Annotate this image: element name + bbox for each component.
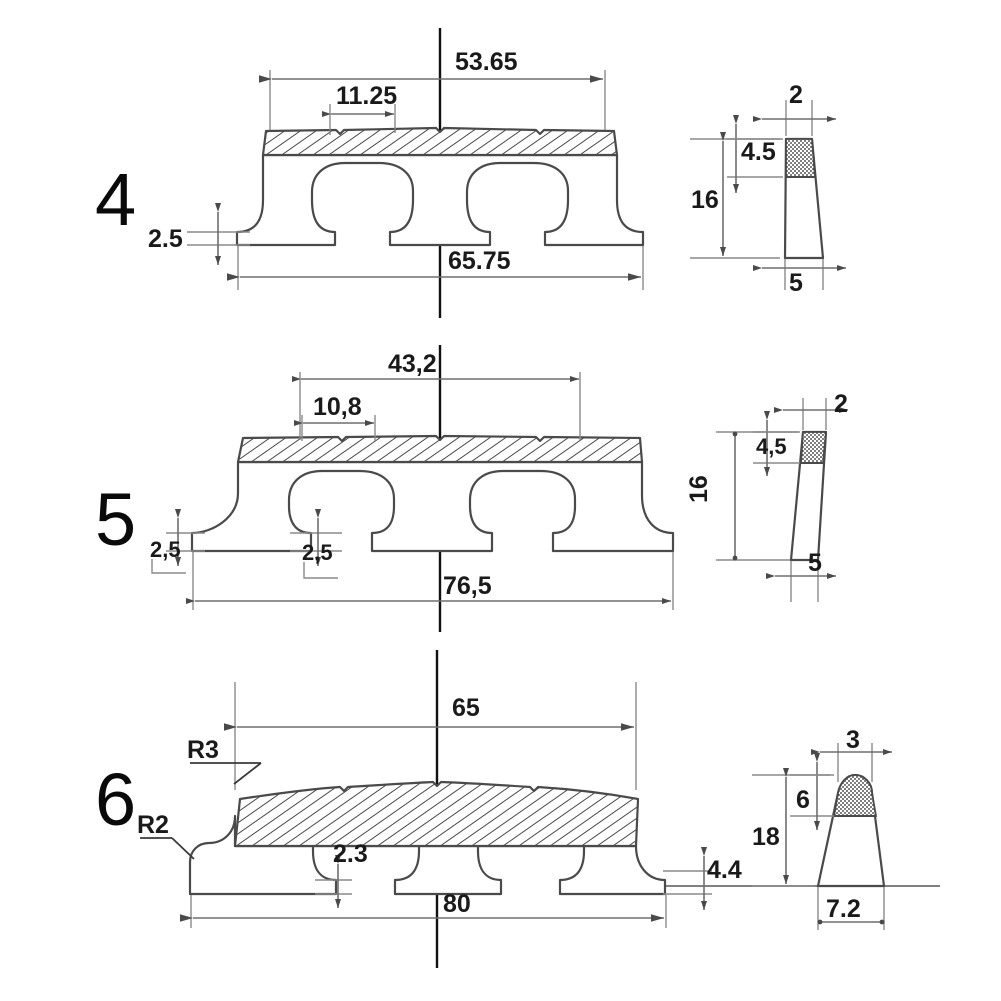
figure-6-dim-radius-foot-text: R2 [137, 811, 169, 839]
figure-6-dim-foot-thickness: 7.2 [817, 887, 885, 930]
figure-5-label: 5 [95, 478, 136, 561]
figure-5-dim-foot-thickness-text: 5 [808, 549, 822, 577]
figure-5-dim-foot-height-center-text: 2,5 [302, 540, 333, 565]
figure-6-dim-foot-height: 4.4 [663, 847, 742, 910]
figure-6-dim-radius-top: R3 [187, 736, 262, 785]
figure-6-dim-chamfer-height: 6 [790, 753, 834, 830]
figure-6-dim-slot-height-text: 2.3 [333, 840, 368, 868]
figure-6-dim-foot-height-text: 4.4 [707, 856, 742, 884]
figure-5-dim-foot-span-text: 76,5 [443, 572, 492, 600]
figure-4-front-view: 53.65 11.25 2.5 65.75 [148, 48, 645, 290]
figure-6-front-view: 65 R3 R2 2.3 [137, 682, 742, 928]
figure-4-dim-foot-height: 2.5 [148, 203, 250, 265]
figure-4-dim-overall-height: 16 [690, 132, 780, 259]
figure-4-dim-top-thickness-text: 2 [789, 81, 803, 109]
figure-5-dim-foot-height-center: 2,5 [290, 509, 342, 579]
figure-4-side-view: 2 4.5 16 5 [690, 81, 846, 297]
figure-6-dim-radius-top-text: R3 [187, 736, 219, 764]
figure-4-label: 4 [95, 158, 136, 241]
figure-5-dim-foot-span: 76,5 [186, 552, 674, 610]
figure-5-dim-top-width: 43,2 [292, 350, 581, 440]
figure-5-dim-foot-height-left: 2,5 [150, 509, 205, 574]
figure-4-dim-chamfer-height-text: 4.5 [741, 138, 776, 166]
figure-6-side-view: 3 6 18 7.2 [752, 726, 892, 930]
figure-6-dim-top-thickness-text: 3 [846, 726, 860, 754]
figure-4-dim-foot-span: 65.75 [227, 246, 644, 290]
figure-6-group: 65 R3 R2 2.3 [95, 650, 940, 968]
figure-6-side-chamfer-hatched [832, 774, 878, 817]
figure-5-dim-foot-thickness: 5 [766, 549, 836, 602]
figure-4-group: 53.65 11.25 2.5 65.75 [95, 28, 846, 318]
figure-6-top-cap-hatched [233, 780, 640, 848]
figure-6-label: 6 [95, 758, 136, 841]
figure-4-dim-foot-span-text: 65.75 [448, 247, 511, 275]
figure-4-dim-top-width-text: 53.65 [455, 48, 518, 76]
figure-5-dim-notch-spacing-text: 10,8 [313, 393, 362, 421]
figure-5-side-chamfer-hatched [800, 431, 827, 464]
figure-4-dim-top-width: 53.65 [259, 48, 606, 130]
figure-5-group: 43,2 10,8 2,5 [95, 345, 848, 632]
figure-5-side-view: 2 4,5 16 5 [685, 390, 848, 602]
figure-4-dim-foot-height-text: 2.5 [148, 225, 183, 253]
figure-6-dim-chamfer-height-text: 6 [796, 786, 810, 814]
figure-5-dim-foot-height-left-text: 2,5 [150, 537, 181, 562]
figure-4-dim-top-thickness: 2 [753, 81, 836, 136]
figure-4-side-chamfer-hatched [785, 138, 816, 178]
figure-6-dim-overall-height: 18 [752, 768, 830, 887]
figure-4-dim-foot-thickness: 5 [753, 259, 846, 297]
figure-5-dim-overall-height: 16 [685, 431, 798, 561]
figure-5-dim-top-thickness: 2 [774, 390, 848, 430]
figure-4-dim-chamfer-height: 4.5 [727, 115, 783, 193]
figure-6-dim-foot-thickness-text: 7.2 [826, 895, 861, 923]
figure-5-dim-notch-spacing: 10,8 [294, 393, 376, 441]
figure-6-dim-foot-span-text: 80 [443, 890, 471, 918]
figure-4-top-cap-hatched [261, 126, 619, 157]
figure-6-dim-top-width: 65 [224, 682, 637, 790]
figure-4-dim-overall-height-text: 16 [691, 186, 719, 214]
figure-5-front-view: 43,2 10,8 2,5 [150, 350, 675, 610]
figure-6-dim-top-thickness: 3 [811, 726, 892, 782]
figure-4-dim-foot-thickness-text: 5 [789, 269, 803, 297]
figure-6-dim-foot-span: 80 [180, 890, 667, 928]
figure-6-dim-radius-foot: R2 [137, 811, 195, 860]
figure-6-dim-top-width-text: 65 [452, 694, 480, 722]
figure-4-dim-notch-spacing: 11.25 [322, 82, 397, 135]
figure-5-dim-overall-height-text: 16 [685, 475, 713, 503]
figure-5-top-cap-hatched [236, 434, 644, 464]
figure-5-dim-chamfer-height-text: 4,5 [756, 434, 787, 459]
figure-6-dim-overall-height-text: 18 [752, 823, 780, 851]
figure-5-dim-chamfer-height: 4,5 [753, 411, 800, 476]
figure-5-dim-top-thickness-text: 2 [834, 390, 848, 418]
figure-5-dim-top-width-text: 43,2 [388, 350, 437, 378]
figure-6-dim-slot-height: 2.3 [315, 840, 368, 908]
figure-4-dim-notch-spacing-text: 11.25 [336, 82, 397, 110]
